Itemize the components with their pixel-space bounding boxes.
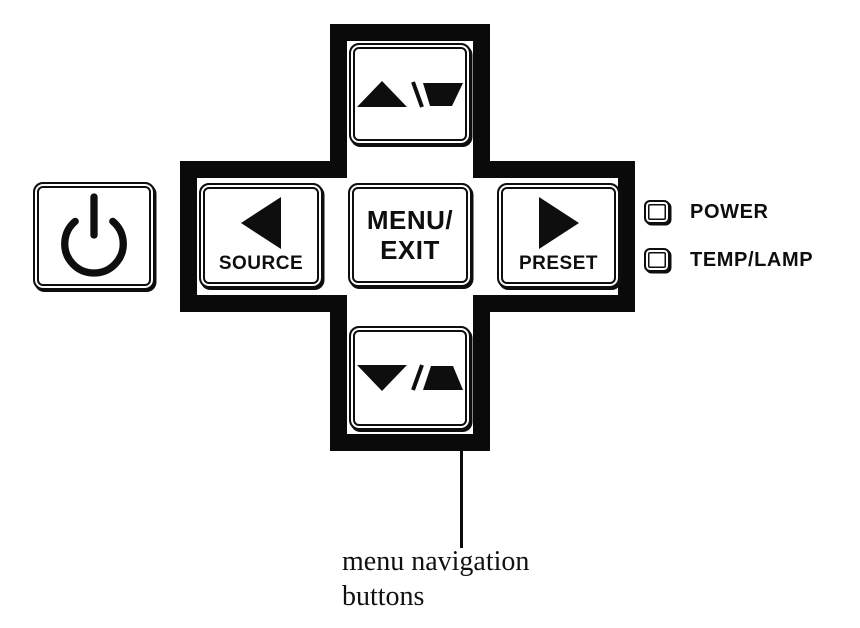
source-button-label: SOURCE bbox=[218, 253, 304, 274]
power-icon bbox=[55, 191, 133, 281]
menu-exit-label-line2: EXIT bbox=[380, 235, 440, 265]
callout-caption-line2: buttons bbox=[342, 581, 425, 612]
menu-exit-button[interactable]: MENU/ EXIT bbox=[348, 183, 472, 287]
down-keystone-button[interactable] bbox=[349, 326, 471, 430]
left-arrow-icon bbox=[240, 196, 282, 250]
callout-caption-line1: menu navigation bbox=[342, 546, 530, 577]
preset-button-label: PRESET bbox=[518, 253, 599, 274]
power-indicator-label: POWER bbox=[690, 201, 769, 223]
source-button[interactable]: SOURCE bbox=[199, 183, 323, 288]
preset-button[interactable]: PRESET bbox=[497, 183, 620, 288]
right-arrow-icon bbox=[538, 196, 580, 250]
temp-lamp-indicator-label: TEMP/LAMP bbox=[690, 249, 814, 271]
temp-lamp-led-icon bbox=[644, 248, 670, 272]
menu-exit-label-line1: MENU/ bbox=[366, 205, 454, 235]
power-button[interactable] bbox=[33, 182, 155, 290]
callout-caption: menu navigation buttons bbox=[342, 544, 529, 614]
down-arrow-keystone-icon bbox=[356, 363, 464, 393]
temp-lamp-indicator-row: TEMP/LAMP bbox=[644, 248, 813, 272]
power-indicator-row: POWER bbox=[644, 200, 769, 224]
up-arrow-keystone-icon bbox=[356, 79, 464, 109]
callout-pointer-line bbox=[460, 451, 463, 548]
up-keystone-button[interactable] bbox=[349, 43, 471, 145]
power-led-icon bbox=[644, 200, 670, 224]
